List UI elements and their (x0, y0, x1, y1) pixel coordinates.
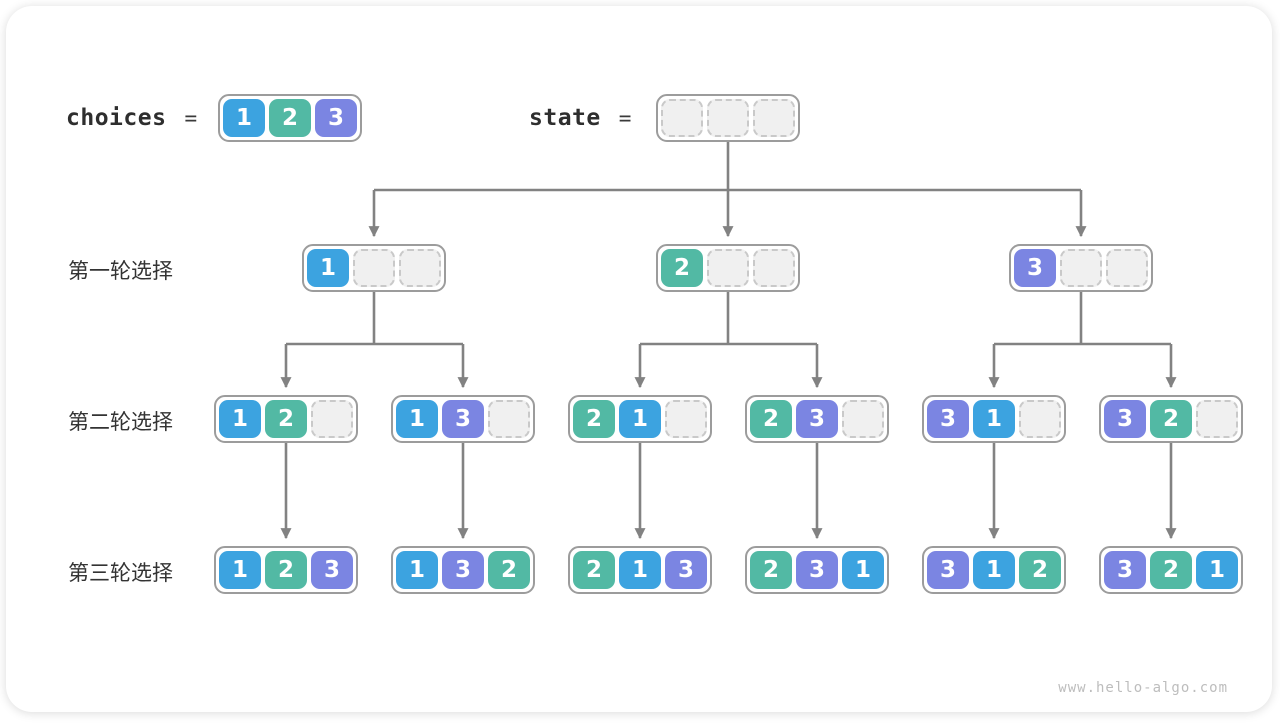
cell-1: 1 (223, 99, 265, 137)
tree-node: 2 (656, 244, 800, 292)
equals-sign: = (618, 106, 632, 130)
cell-3: 3 (1104, 551, 1146, 589)
state-header: state = (529, 94, 631, 142)
tree-node: 1 (302, 244, 446, 292)
cell-2: 2 (488, 551, 530, 589)
cell-3: 3 (442, 400, 484, 438)
cell-2: 2 (265, 400, 307, 438)
cell-1: 1 (973, 551, 1015, 589)
cell-2: 2 (573, 551, 615, 589)
empty-cell (1196, 400, 1238, 438)
empty-cell (488, 400, 530, 438)
empty-cell (665, 400, 707, 438)
empty-cell (1019, 400, 1061, 438)
cell-2: 2 (750, 551, 792, 589)
cell-2: 2 (1019, 551, 1061, 589)
cell-1: 1 (842, 551, 884, 589)
cell-3: 3 (796, 400, 838, 438)
cell-1: 1 (219, 400, 261, 438)
cell-3: 3 (796, 551, 838, 589)
choices-label: choices (66, 105, 167, 131)
cell-1: 1 (396, 400, 438, 438)
empty-cell (753, 99, 795, 137)
cell-2: 2 (750, 400, 792, 438)
cell-3: 3 (1104, 400, 1146, 438)
cell-2: 2 (661, 249, 703, 287)
cell-2: 2 (265, 551, 307, 589)
cell-3: 3 (315, 99, 357, 137)
cell-3: 3 (311, 551, 353, 589)
empty-cell (353, 249, 395, 287)
cell-3: 3 (927, 551, 969, 589)
cell-1: 1 (1196, 551, 1238, 589)
empty-cell (399, 249, 441, 287)
cell-1: 1 (307, 249, 349, 287)
cell-2: 2 (1150, 551, 1192, 589)
cell-1: 1 (619, 400, 661, 438)
empty-cell (707, 99, 749, 137)
tree-node: 3 (1009, 244, 1153, 292)
empty-cell (753, 249, 795, 287)
cell-1: 1 (396, 551, 438, 589)
cell-2: 2 (1150, 400, 1192, 438)
empty-cell (1060, 249, 1102, 287)
state-label: state (529, 105, 601, 131)
row-label-3: 第三轮选择 (68, 562, 173, 585)
watermark: www.hello-algo.com (1058, 680, 1228, 696)
cell-3: 3 (1014, 249, 1056, 287)
empty-cell (311, 400, 353, 438)
cell-1: 1 (973, 400, 1015, 438)
empty-cell (842, 400, 884, 438)
empty-cell (707, 249, 749, 287)
row-label-2: 第二轮选择 (68, 411, 173, 434)
tree-connector-lines (280, 142, 1177, 540)
choices-header: choices = (66, 94, 197, 142)
state-array (656, 94, 800, 142)
empty-cell (661, 99, 703, 137)
cell-1: 1 (219, 551, 261, 589)
row-label-1: 第一轮选择 (68, 260, 173, 283)
cell-3: 3 (927, 400, 969, 438)
equals-sign: = (184, 106, 198, 130)
empty-cell (1106, 249, 1148, 287)
cell-1: 1 (619, 551, 661, 589)
cell-3: 3 (442, 551, 484, 589)
cell-3: 3 (665, 551, 707, 589)
cell-2: 2 (269, 99, 311, 137)
cell-2: 2 (573, 400, 615, 438)
